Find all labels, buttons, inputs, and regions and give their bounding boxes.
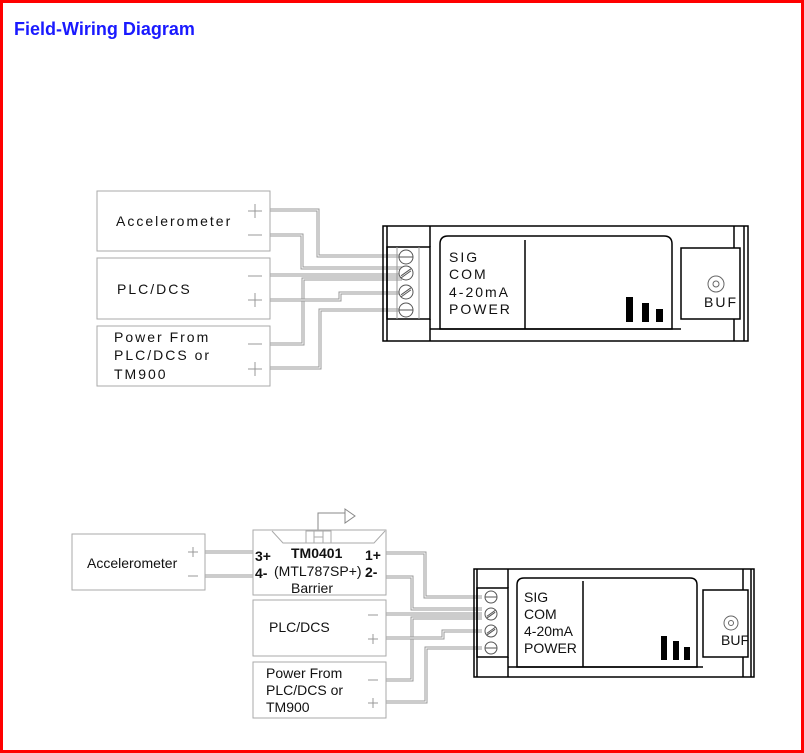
buf-connector-icon <box>707 275 725 293</box>
power-label: POWER <box>524 640 577 656</box>
com-label: COM <box>449 266 488 282</box>
plus-sign-icon <box>248 362 262 376</box>
plc-dcs-box-1: PLC/DCS <box>96 257 271 320</box>
terminal-screws <box>484 590 498 655</box>
wires <box>205 208 482 704</box>
transmitter-module-2: BUF SIG COM 4-20mA POWER <box>473 568 755 678</box>
ma-label: 4-20mA <box>449 284 510 300</box>
page-title: Field-Wiring Diagram <box>14 19 195 39</box>
wire <box>270 208 402 258</box>
terminal-screw-icon <box>484 607 498 621</box>
power-label-line1: Power From <box>114 329 210 345</box>
buf-connector-icon <box>723 615 739 631</box>
pin-2: 2- <box>365 564 378 580</box>
accelerometer-box-2: Accelerometer <box>71 533 206 591</box>
signal-bar-icon <box>626 297 633 322</box>
com-label: COM <box>524 606 557 622</box>
wire <box>386 575 482 611</box>
terminal-screw-icon <box>398 249 414 265</box>
power-label-line1: Power From <box>266 665 342 681</box>
pin-1: 1+ <box>365 547 381 563</box>
sig-label: SIG <box>524 589 548 605</box>
polarity-signs <box>188 204 378 708</box>
buf-label: BUF <box>721 632 749 648</box>
power-label-line3: TM900 <box>266 699 310 715</box>
terminal-screw-icon <box>398 265 414 281</box>
signal-bar-icon <box>661 636 667 660</box>
plc-dcs-box-2: PLC/DCS <box>252 599 387 657</box>
power-label-line2: PLC/DCS or <box>266 682 343 698</box>
barrier-part: (MTL787SP+) <box>274 563 362 579</box>
signal-bar-icon <box>684 647 690 660</box>
module-face <box>516 577 698 668</box>
wire <box>270 277 402 346</box>
terminal-screw-icon <box>398 284 414 300</box>
power-box-2: Power From PLC/DCS or TM900 <box>252 661 387 719</box>
wire <box>386 551 482 599</box>
accelerometer-label: Accelerometer <box>87 555 178 571</box>
wire <box>386 646 482 704</box>
accelerometer-box-1: Accelerometer <box>96 190 271 252</box>
wire <box>270 308 402 370</box>
buf-label: BUF <box>704 294 738 310</box>
barrier-model: TM0401 <box>291 545 343 561</box>
plus-sign-icon <box>248 293 262 307</box>
terminal-screws <box>398 249 414 318</box>
terminal-screw-icon <box>398 302 414 318</box>
pin-3: 3+ <box>255 548 271 564</box>
plc-label: PLC/DCS <box>117 281 192 297</box>
signal-bar-icon <box>656 309 663 322</box>
pin-4: 4- <box>255 565 268 581</box>
signal-bar-icon <box>673 641 679 660</box>
plus-sign-icon <box>248 204 262 218</box>
plus-sign-icon <box>368 634 378 644</box>
wire <box>386 616 482 682</box>
terminal-screw-icon <box>484 590 498 604</box>
barrier-box: TM0401 (MTL787SP+) Barrier 3+ 4- 1+ 2- <box>252 508 387 596</box>
power-label-line2: PLC/DCS or <box>114 347 211 363</box>
barrier-name: Barrier <box>291 580 333 596</box>
wire <box>270 291 402 302</box>
sig-label: SIG <box>449 249 479 265</box>
wire <box>386 629 482 640</box>
module-face <box>439 235 673 330</box>
plus-sign-icon <box>188 547 198 557</box>
buf-panel <box>702 589 749 658</box>
power-label: POWER <box>449 301 512 317</box>
plus-sign-icon <box>368 698 378 708</box>
plc-label: PLC/DCS <box>269 619 330 635</box>
wire <box>270 233 402 270</box>
accelerometer-label: Accelerometer <box>116 213 232 229</box>
power-label-line3: TM900 <box>114 366 168 382</box>
ma-label: 4-20mA <box>524 623 574 639</box>
signal-bar-icon <box>642 303 649 322</box>
terminal-screw-icon <box>484 641 498 655</box>
terminal-screw-icon <box>484 624 498 638</box>
power-box-1: Power From PLC/DCS or TM900 <box>96 325 271 387</box>
buf-panel <box>680 247 741 320</box>
transmitter-module-1: BUF SIG COM 4-20mA POWER <box>382 225 749 342</box>
